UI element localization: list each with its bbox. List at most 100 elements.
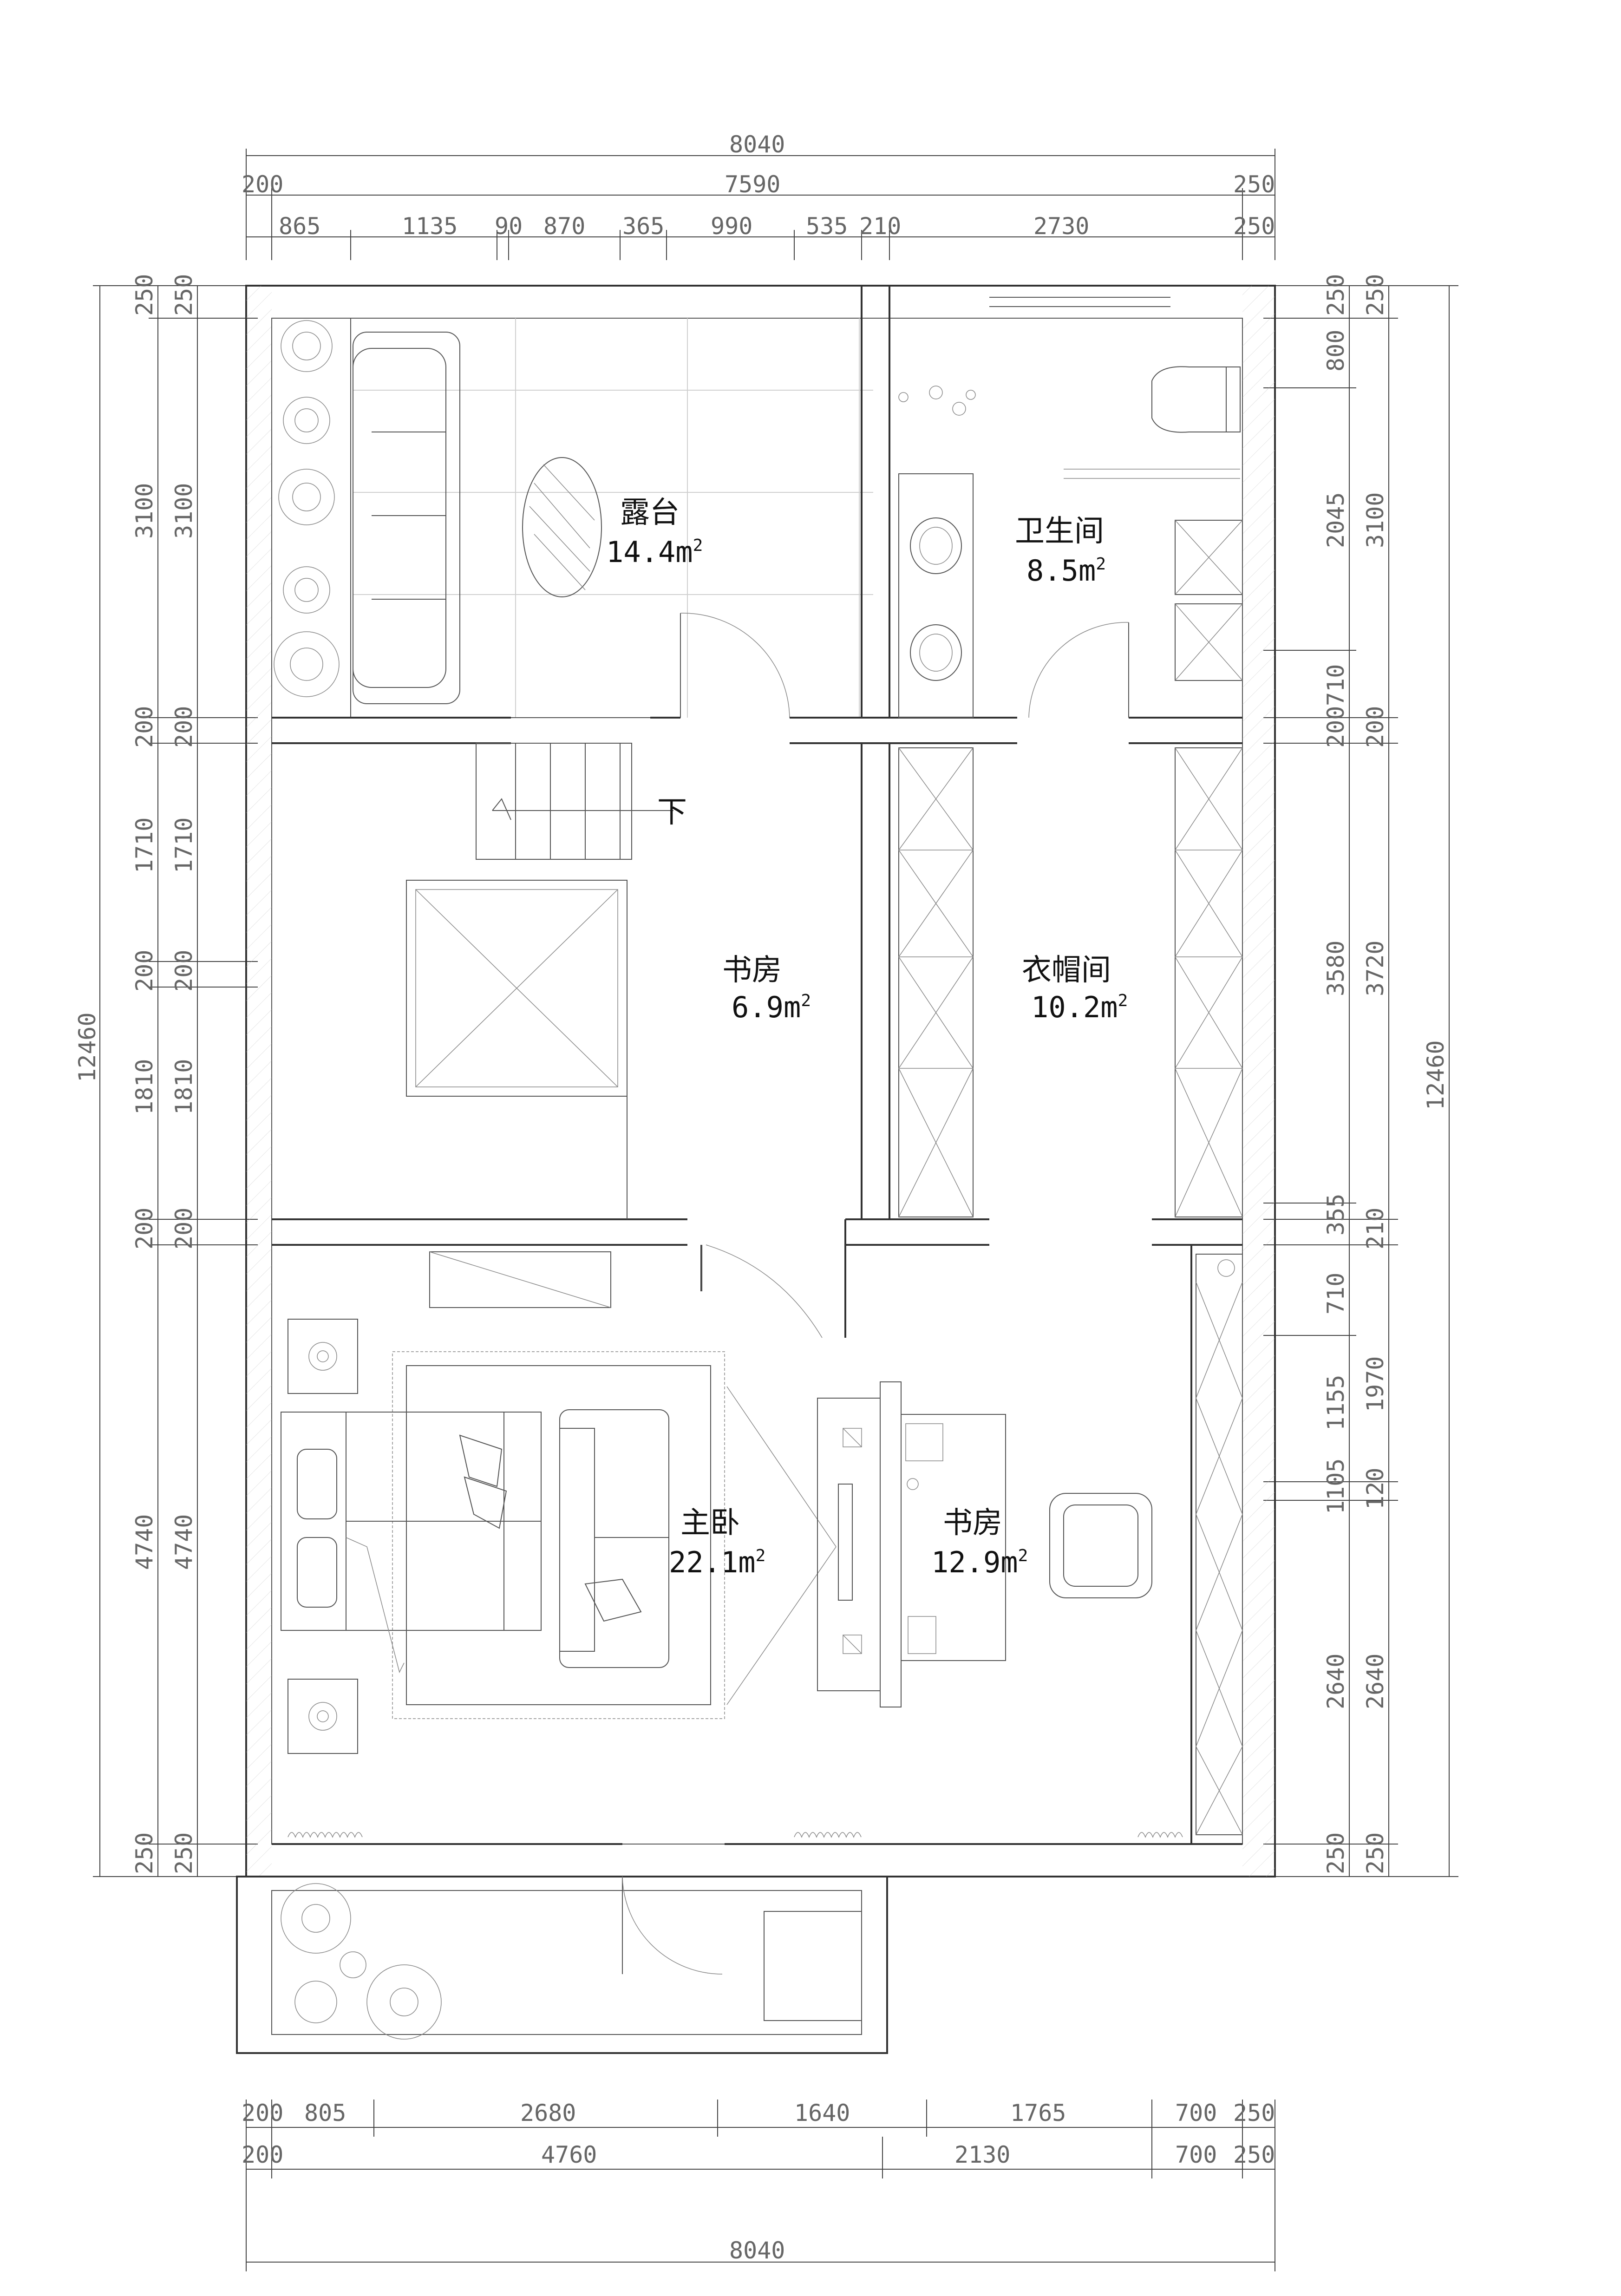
terrace-area: 露台 14.4m2 bbox=[271, 318, 873, 718]
dim-left-2-4: 200 bbox=[170, 950, 197, 992]
dim-right-1-6: 355 bbox=[1322, 1194, 1349, 1236]
outer-walls bbox=[236, 285, 1276, 2054]
dim-right-2-4: 210 bbox=[1362, 1208, 1389, 1249]
dim-top-2-0: 200 bbox=[242, 171, 283, 198]
dimensions-bottom: 200 805 2680 1640 1765 700 250 200 4760 … bbox=[242, 2100, 1275, 2271]
dim-right-2-7: 2640 bbox=[1362, 1654, 1389, 1709]
tv-cabinet-icon bbox=[817, 1381, 902, 1707]
master-bedroom-name: 主卧 bbox=[680, 1506, 740, 1540]
study-upper-name: 书房 bbox=[722, 953, 782, 988]
dim-left-2-6: 200 bbox=[170, 1208, 197, 1249]
study-lower-name: 书房 bbox=[943, 1506, 1002, 1540]
interior-walls bbox=[272, 286, 1242, 1877]
study-lower-area: 书房 12.9m2 bbox=[817, 1254, 1243, 1838]
dim-top-total: 8040 bbox=[729, 131, 785, 158]
dim-bot-1-1: 805 bbox=[304, 2100, 346, 2126]
dim-right-1-10: 2640 bbox=[1322, 1654, 1349, 1709]
terrace-name: 露台 bbox=[620, 496, 680, 530]
dim-right-2-2: 200 bbox=[1362, 706, 1389, 748]
dim-bot-total: 8040 bbox=[729, 2237, 785, 2264]
study-upper-area-value: 6.9m2 bbox=[732, 990, 811, 1024]
dim-top-3-1: 1135 bbox=[402, 213, 458, 240]
bathroom-area: 卫生间 8.5m2 bbox=[898, 366, 1243, 718]
dim-left-2-5: 1810 bbox=[170, 1059, 197, 1115]
master-bedroom-area: 主卧 22.1m2 bbox=[281, 1244, 862, 1838]
dim-bot-1-2: 2680 bbox=[520, 2100, 576, 2126]
dim-bot-1-3: 1640 bbox=[794, 2100, 850, 2126]
dim-top-3-6: 535 bbox=[806, 213, 848, 240]
shower-icon bbox=[898, 386, 1240, 479]
dimensions-right: 250 800 2045 710 200 3580 355 710 1155 1… bbox=[1263, 274, 1458, 1877]
armchair-icon bbox=[1049, 1493, 1152, 1598]
void-opening-icon bbox=[406, 880, 627, 1097]
dim-left-2-7: 4740 bbox=[170, 1514, 197, 1570]
dim-bot-1-0: 200 bbox=[242, 2100, 283, 2126]
master-bedroom-area-value: 22.1m2 bbox=[669, 1545, 765, 1579]
dimensions-top: 8040 200 7590 250 865 1135 90 870 365 99… bbox=[242, 131, 1275, 260]
dim-bot-1-5: 700 bbox=[1175, 2100, 1217, 2126]
dim-right-1-1: 800 bbox=[1322, 330, 1349, 372]
dimensions-left: 12460 250 3100 200 1710 200 1810 200 474… bbox=[74, 274, 258, 1877]
bed-icon bbox=[281, 1412, 542, 1674]
dim-top-3-7: 210 bbox=[859, 213, 901, 240]
dim-bot-2-1: 4760 bbox=[541, 2141, 597, 2168]
dim-top-3-4: 365 bbox=[622, 213, 664, 240]
rug-icon bbox=[392, 1351, 725, 1719]
dim-bot-2-4: 250 bbox=[1233, 2141, 1275, 2168]
bathroom-area-value: 8.5m2 bbox=[1026, 554, 1106, 588]
washer-icon bbox=[1175, 520, 1243, 681]
dim-bot-1-6: 250 bbox=[1233, 2100, 1275, 2126]
stair-down-label: 下 bbox=[657, 795, 687, 830]
cabinet-icon bbox=[429, 1251, 611, 1308]
dim-right-2-6: 120 bbox=[1362, 1468, 1389, 1510]
study-upper-area: 下 书房 6.9m2 bbox=[406, 743, 811, 1219]
dim-right-total: 12460 bbox=[1422, 1040, 1449, 1110]
dim-top-3-2: 90 bbox=[495, 213, 523, 240]
plant-icon bbox=[274, 320, 340, 697]
oval-rug-icon bbox=[522, 457, 602, 597]
desk-icon bbox=[901, 1414, 1006, 1661]
dim-right-1-9: 1105 bbox=[1322, 1459, 1349, 1514]
stair-icon bbox=[476, 743, 673, 860]
dim-bot-2-2: 2130 bbox=[954, 2141, 1010, 2168]
dim-left-2-1: 3100 bbox=[170, 483, 197, 539]
dim-right-2-5: 1970 bbox=[1362, 1356, 1389, 1412]
dim-right-1-3: 710 bbox=[1322, 664, 1349, 706]
terrace-area-value: 14.4m2 bbox=[606, 535, 703, 569]
cloakroom-area-value: 10.2m2 bbox=[1031, 990, 1128, 1024]
balcony-area bbox=[281, 1876, 862, 2040]
dim-right-2-3: 3720 bbox=[1362, 941, 1389, 996]
sofa-icon bbox=[559, 1409, 669, 1668]
dim-top-3-0: 865 bbox=[279, 213, 320, 240]
dim-left-total: 12460 bbox=[74, 1012, 101, 1082]
bathroom-name: 卫生间 bbox=[1015, 514, 1104, 549]
dim-top-3-3: 870 bbox=[543, 213, 585, 240]
dim-top-3-9: 250 bbox=[1233, 213, 1275, 240]
dim-right-1-8: 1155 bbox=[1322, 1375, 1349, 1431]
sofa-icon bbox=[353, 332, 460, 704]
dim-top-2-1: 7590 bbox=[725, 171, 780, 198]
dim-right-1-11: 250 bbox=[1322, 1832, 1349, 1874]
dim-left-1-3: 1710 bbox=[131, 818, 158, 873]
dim-top-3-8: 2730 bbox=[1033, 213, 1089, 240]
dim-right-1-5: 3580 bbox=[1322, 941, 1349, 996]
dim-left-2-0: 250 bbox=[170, 274, 197, 316]
dim-left-2-8: 250 bbox=[170, 1832, 197, 1874]
study-lower-area-value: 12.9m2 bbox=[931, 1545, 1028, 1579]
wardrobe-icon bbox=[898, 747, 974, 1217]
dim-left-2-3: 1710 bbox=[170, 818, 197, 873]
nightstand-icon bbox=[288, 1319, 358, 1754]
wardrobe-icon bbox=[1196, 1254, 1243, 1835]
dim-right-1-2: 2045 bbox=[1322, 492, 1349, 548]
dim-top-3-5: 990 bbox=[711, 213, 752, 240]
dim-top-2-2: 250 bbox=[1233, 171, 1275, 198]
dim-bot-2-0: 200 bbox=[242, 2141, 283, 2168]
dim-left-1-2: 200 bbox=[131, 706, 158, 748]
dim-left-1-7: 4740 bbox=[131, 1514, 158, 1570]
dim-left-1-1: 3100 bbox=[131, 483, 158, 539]
dim-left-1-4: 200 bbox=[131, 950, 158, 992]
dim-right-2-0: 250 bbox=[1362, 274, 1389, 316]
dim-left-1-8: 250 bbox=[131, 1832, 158, 1874]
cloakroom-name: 衣帽间 bbox=[1022, 953, 1111, 988]
